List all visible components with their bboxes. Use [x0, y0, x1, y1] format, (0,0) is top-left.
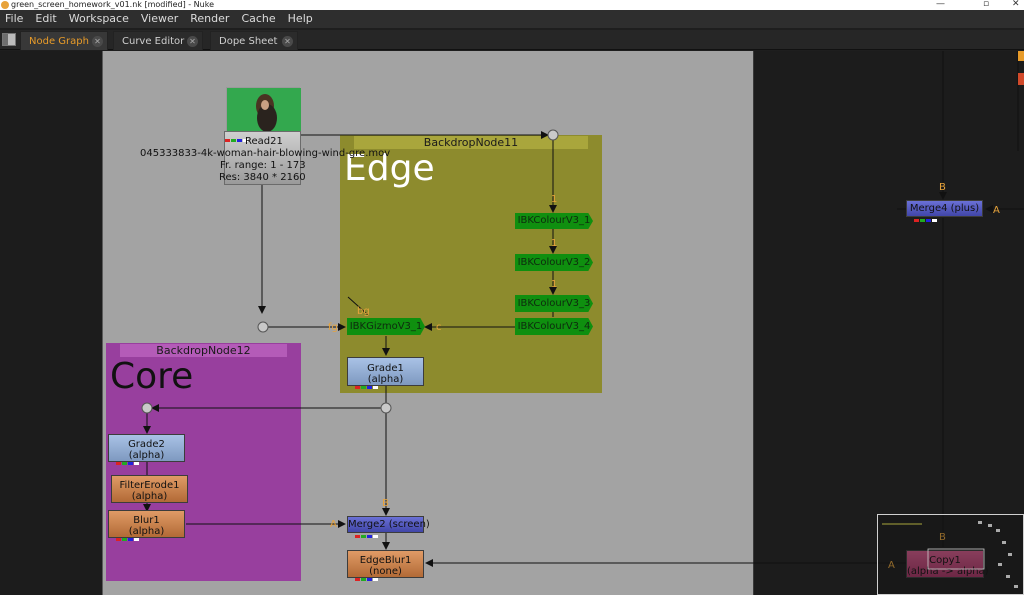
node-name: Merge2 (screen) [348, 519, 430, 530]
channel-indicator [354, 528, 380, 538]
read-node-range: Fr. range: 1 - 173 [220, 160, 306, 171]
blur1-node[interactable]: Blur1 (alpha) [108, 510, 185, 541]
menu-edit[interactable]: Edit [35, 12, 57, 25]
tab-label: Dope Sheet [219, 36, 278, 47]
menu-viewer[interactable]: Viewer [140, 12, 179, 25]
grade2-node[interactable]: Grade2 (alpha) [108, 434, 185, 465]
node-mask: (alpha) [128, 526, 165, 537]
panel-tab-bar: Node Graph ✕ Curve Editor ✕ Dope Sheet ✕ [0, 30, 1024, 50]
input-label-a: A [888, 560, 895, 571]
node-graph-canvas[interactable]: BackdropNode11 Edge BackdropNode12 Core [0, 51, 1024, 595]
node-mask: (alpha -> alpha) [907, 566, 989, 577]
close-icon[interactable]: ✕ [92, 36, 103, 47]
backdrop-label: Core [110, 356, 194, 397]
ibk-colour-node-2[interactable]: IBKColourV3_2 [515, 254, 593, 271]
menu-cache[interactable]: Cache [241, 12, 276, 25]
close-icon[interactable]: ✕ [282, 36, 293, 47]
channel-indicator [913, 212, 939, 222]
pane-menu-icon[interactable] [2, 33, 16, 46]
menu-help[interactable]: Help [287, 12, 313, 25]
nuke-app-icon [1, 1, 9, 9]
ibk-gizmo-node[interactable]: IBKGizmoV3_1 [347, 318, 425, 335]
channel-indicator [115, 457, 141, 465]
merge2-node[interactable]: Merge2 (screen) [347, 516, 430, 538]
tab-node-graph[interactable]: Node Graph ✕ [20, 31, 108, 50]
menu-bar: File Edit Workspace Viewer Render Cache Help [0, 10, 1024, 28]
input-label-b: B [939, 182, 946, 193]
input-label-1: 1 [551, 194, 558, 205]
node-name: Blur1 [133, 515, 160, 526]
grade1-node[interactable]: Grade1 (alpha) [347, 357, 424, 389]
input-label-a: A [993, 205, 1000, 216]
read-node-res: Res: 3840 * 2160 [219, 172, 306, 183]
read-node-name: Read21 [245, 136, 283, 147]
side-panel-indicator [1018, 51, 1024, 61]
input-label-b: B [382, 498, 389, 509]
backdrop-title: BackdropNode11 [354, 136, 588, 149]
window-titlebar: green_screen_homework_v01.nk [modified] … [0, 0, 1024, 10]
node-name: Grade1 [367, 363, 404, 374]
canvas-dark-region [753, 51, 1024, 595]
read-node[interactable] [224, 131, 301, 185]
node-name: Grade2 [128, 439, 165, 450]
minimize-icon[interactable]: — [936, 0, 945, 9]
node-mask: (none) [369, 566, 402, 577]
maximize-icon[interactable]: ▫ [983, 0, 990, 9]
input-label-c: c [436, 322, 442, 333]
tab-curve-editor[interactable]: Curve Editor ✕ [113, 31, 203, 50]
tab-label: Node Graph [29, 36, 89, 47]
close-window-icon[interactable]: ✕ [1012, 0, 1020, 9]
channel-indicator [354, 381, 380, 389]
input-label-a: A [330, 519, 337, 530]
side-panel-indicator [1018, 73, 1024, 85]
ibk-colour-node-4[interactable]: IBKColourV3_4 [515, 318, 593, 335]
merge4-node[interactable]: Merge4 (plus) [906, 200, 983, 222]
node-graph-minimap[interactable] [877, 514, 1024, 595]
node-name: EdgeBlur1 [359, 555, 412, 566]
tab-label: Curve Editor [122, 36, 185, 47]
node-name: FilterErode1 [119, 480, 180, 491]
menu-file[interactable]: File [5, 12, 24, 25]
node-mask: (alpha) [367, 374, 404, 385]
read-thumbnail-image [226, 87, 301, 132]
close-icon[interactable]: ✕ [187, 36, 198, 47]
channel-indicator [115, 533, 141, 541]
channel-indicator [225, 132, 300, 145]
backdrop-title: BackdropNode12 [120, 344, 287, 357]
menu-render[interactable]: Render [190, 12, 230, 25]
copy1-node[interactable]: Copy1 (alpha -> alpha) [906, 550, 989, 578]
ibk-colour-node-3[interactable]: IBKColourV3_3 [515, 295, 593, 312]
filter-erode-node[interactable]: FilterErode1 (alpha) [111, 475, 188, 503]
input-label-1: 1 [551, 238, 558, 249]
input-label-b: B [939, 532, 946, 543]
tab-dope-sheet[interactable]: Dope Sheet ✕ [210, 31, 298, 50]
node-name: Merge4 (plus) [909, 203, 980, 214]
input-label-fg: fg [328, 322, 338, 333]
backdrop-label: Edge [344, 148, 435, 189]
read-node-file: 045333833-4k-woman-hair-blowing-wind-gre… [140, 148, 391, 159]
input-label-bg: bg [357, 306, 370, 317]
node-name: Copy1 [929, 555, 961, 566]
edgeblur1-node[interactable]: EdgeBlur1 (none) [347, 550, 424, 581]
node-mask: (alpha) [131, 491, 168, 502]
input-label-1: 1 [551, 279, 558, 290]
node-mask: (alpha) [128, 450, 165, 461]
ibk-colour-node-1[interactable]: IBKColourV3_1 [515, 213, 593, 229]
menu-workspace[interactable]: Workspace [68, 12, 129, 25]
channel-indicator [354, 573, 380, 581]
window-title: green_screen_homework_v01.nk [modified] … [11, 0, 215, 9]
